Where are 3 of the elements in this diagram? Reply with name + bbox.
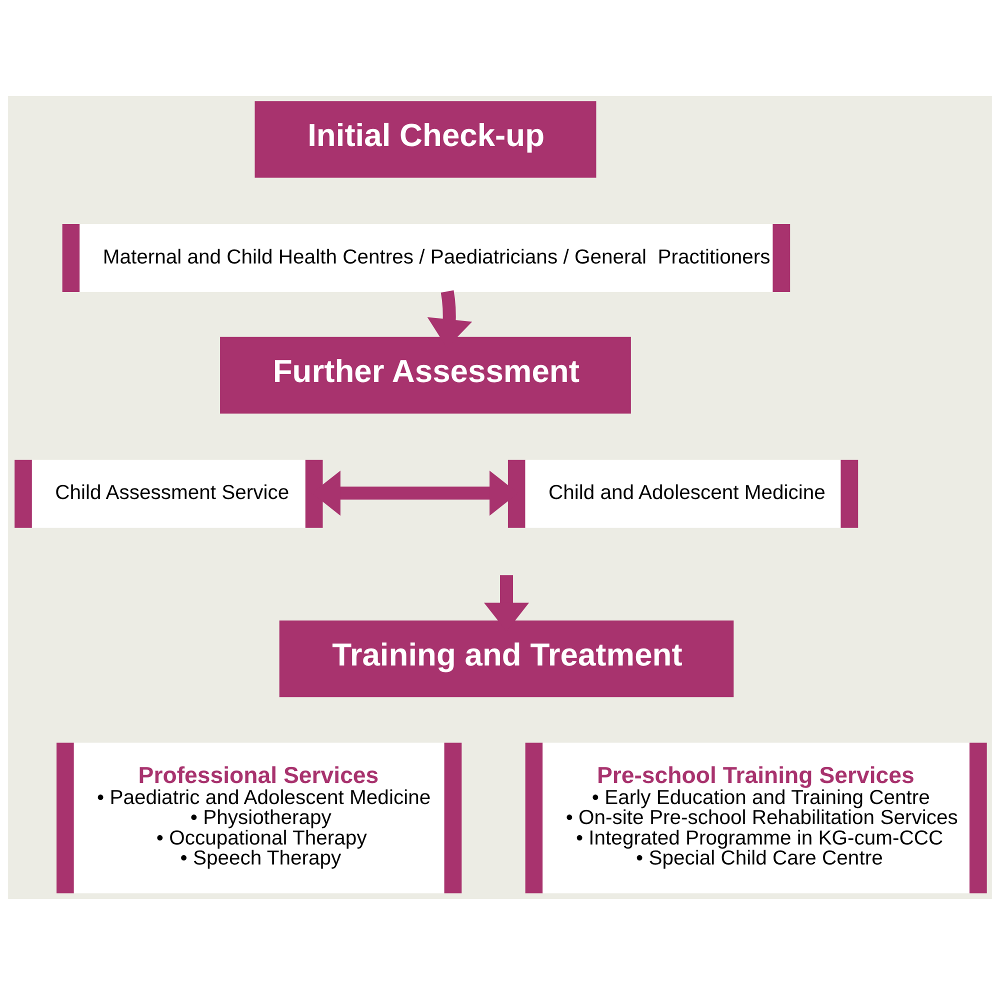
node-box: Initial Check-up: [254, 101, 596, 178]
node-box: Training and Treatment: [279, 620, 734, 698]
node-box: Further Assessment: [220, 336, 631, 414]
